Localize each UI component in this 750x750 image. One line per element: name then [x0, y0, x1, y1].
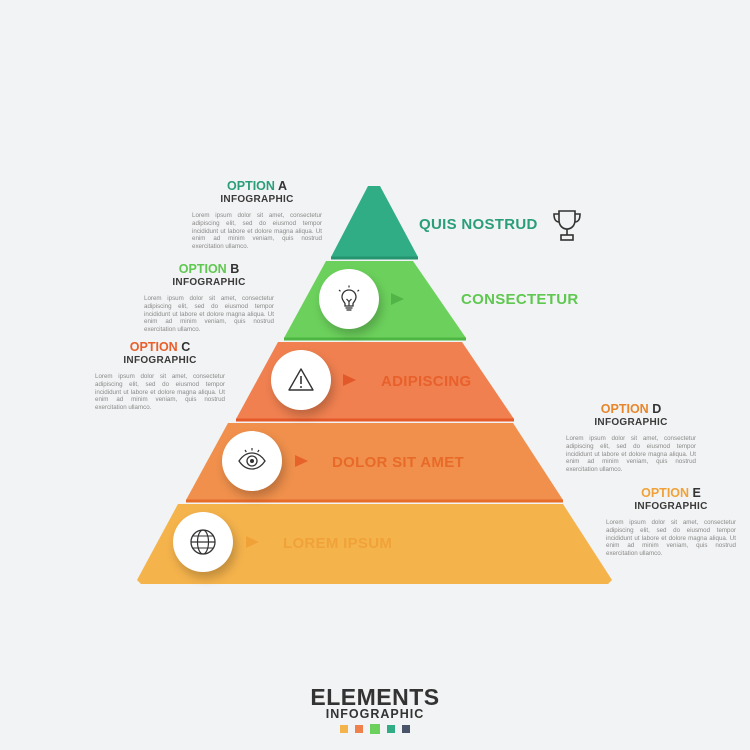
- swatch-slate: [402, 725, 410, 733]
- footer-subtitle: INFOGRAPHIC: [325, 707, 425, 721]
- option-prefix: OPTION: [227, 179, 275, 193]
- option-e-subtitle: INFOGRAPHIC: [634, 501, 708, 512]
- arrow-icon: [391, 293, 404, 305]
- arrow-icon: [343, 374, 356, 386]
- tier-label-text: LOREM IPSUM: [283, 535, 393, 552]
- option-a-body: Lorem ipsum dolor sit amet, consectetur …: [192, 212, 322, 251]
- option-b-block: OPTION B INFOGRAPHIC Lorem ipsum dolor s…: [144, 262, 274, 334]
- option-b-body: Lorem ipsum dolor sit amet, consectetur …: [144, 295, 274, 334]
- tier-label-consectetur: CONSECTETUR: [461, 291, 578, 308]
- warning-icon: [288, 368, 314, 391]
- footer-title: ELEMENTS: [310, 684, 440, 710]
- option-prefix: OPTION: [641, 486, 690, 500]
- arrow-icon: [246, 536, 259, 548]
- option-c-body: Lorem ipsum dolor sit amet, consectetur …: [95, 373, 225, 412]
- pyramid-tier-quis-nostrud: [331, 186, 418, 257]
- option-d-title: OPTION D: [566, 402, 696, 416]
- trophy-icon: [553, 210, 581, 241]
- swatch-yellow: [340, 725, 348, 733]
- option-c-block: OPTION C INFOGRAPHIC Lorem ipsum dolor s…: [95, 340, 225, 412]
- option-e-title: OPTION E: [606, 486, 736, 500]
- option-letter: C: [181, 340, 191, 354]
- swatch-orange: [355, 725, 363, 733]
- eye-icon: [238, 448, 266, 470]
- option-a-subtitle: INFOGRAPHIC: [220, 194, 294, 205]
- option-c-subtitle: INFOGRAPHIC: [123, 355, 197, 366]
- option-d-body: Lorem ipsum dolor sit amet, consectetur …: [566, 435, 696, 474]
- option-d-block: OPTION D INFOGRAPHIC Lorem ipsum dolor s…: [566, 402, 696, 474]
- tier-label-text: ADIPISCING: [381, 373, 472, 390]
- tier-label-quis-nostrud: QUIS NOSTRUD: [419, 216, 538, 233]
- tier-label-dolor-sit-amet: DOLOR SIT AMET: [332, 454, 464, 471]
- tier-label-text: DOLOR SIT AMET: [332, 454, 464, 471]
- option-letter: A: [277, 179, 287, 193]
- swatch-teal: [387, 725, 395, 733]
- pyramid-tier-dolor-sit-amet: [186, 423, 563, 500]
- option-prefix: OPTION: [600, 402, 649, 416]
- color-swatches: [0, 724, 750, 734]
- option-a-block: OPTION A INFOGRAPHIC Lorem ipsum dolor s…: [192, 179, 322, 251]
- option-letter: B: [230, 262, 240, 276]
- tier-label-adipiscing: ADIPISCING: [381, 373, 472, 390]
- option-e-block: OPTION E INFOGRAPHIC Lorem ipsum dolor s…: [606, 486, 736, 558]
- option-prefix: OPTION: [129, 340, 178, 354]
- globe-badge: [173, 512, 233, 572]
- pyramid-tier-lorem-ipsum: [137, 504, 612, 584]
- eye-badge: [222, 431, 282, 491]
- option-a-title: OPTION A: [192, 179, 322, 193]
- option-prefix: OPTION: [178, 262, 227, 276]
- swatch-green: [370, 724, 380, 734]
- lightbulb-icon: [338, 285, 360, 311]
- globe-icon: [190, 529, 216, 555]
- option-c-title: OPTION C: [95, 340, 225, 354]
- tier-label-text: QUIS NOSTRUD: [419, 216, 538, 233]
- option-d-subtitle: INFOGRAPHIC: [594, 417, 668, 428]
- arrow-icon: [295, 455, 308, 467]
- option-b-subtitle: INFOGRAPHIC: [172, 277, 246, 288]
- tier-label-lorem-ipsum: LOREM IPSUM: [283, 535, 392, 552]
- option-letter: D: [652, 402, 662, 416]
- option-e-body: Lorem ipsum dolor sit amet, consectetur …: [606, 519, 736, 558]
- option-letter: E: [692, 486, 701, 500]
- lightbulb-badge: [319, 269, 379, 329]
- warning-badge: [271, 350, 331, 410]
- option-b-title: OPTION B: [144, 262, 274, 276]
- tier-label-text: CONSECTETUR: [461, 291, 579, 308]
